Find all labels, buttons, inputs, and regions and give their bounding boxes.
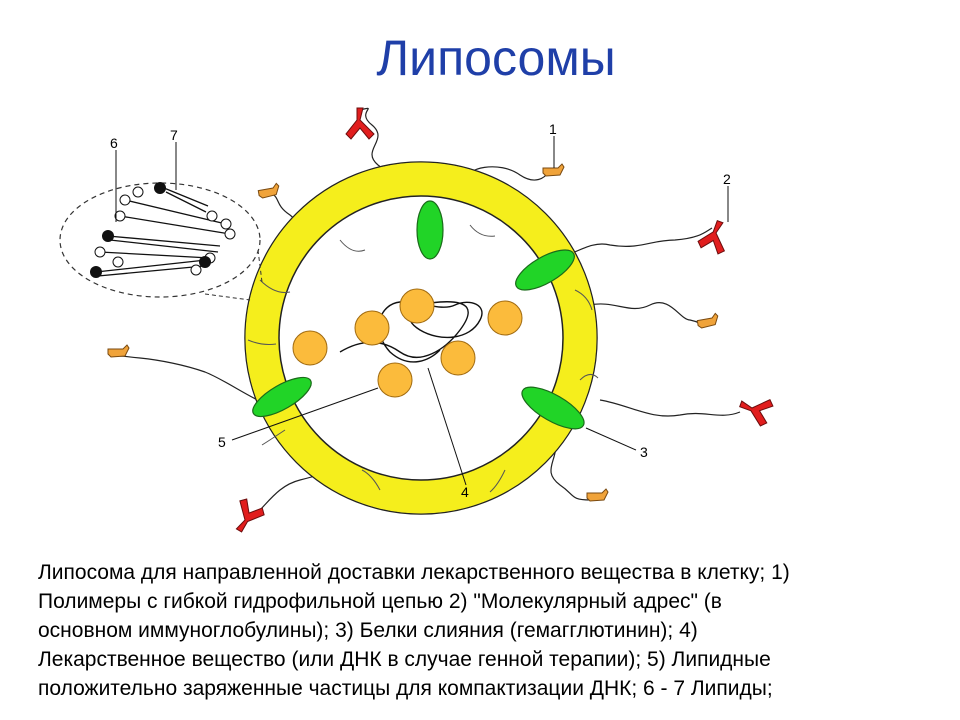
- caption-line-1: Липосома для направленной доставки лекар…: [38, 561, 790, 584]
- fusion-protein-right-lower: [521, 386, 585, 430]
- label-6: 6: [110, 135, 118, 151]
- antibody-bottom-left: [226, 496, 268, 538]
- label-3: 3: [640, 444, 648, 460]
- caption-line-4: Лекарственное вещество (или ДНК в случае…: [38, 648, 771, 671]
- antibody-right-lower: [735, 390, 776, 429]
- lipid-particle: [292, 330, 328, 366]
- lipid-particle: [440, 340, 476, 376]
- fusion-protein-left: [252, 376, 312, 418]
- lipid-particle: [399, 288, 435, 324]
- polymer-tip-right: [696, 312, 720, 330]
- lipid-particle: [354, 310, 390, 346]
- label-7: 7: [170, 127, 178, 143]
- liposome-diagram: 6 7 1 2 3 4 5: [59, 107, 776, 538]
- caption-line-2: Полимеры с гибкой гидрофильной цепью 2) …: [38, 590, 722, 613]
- label-2: 2: [723, 171, 731, 187]
- label-5: 5: [218, 434, 226, 450]
- leader-lines: [115, 136, 729, 486]
- lipid-particle-group: [292, 288, 523, 398]
- lipid-particle: [487, 300, 523, 336]
- polymer-tip-left: [107, 344, 130, 358]
- lipid-particle: [377, 362, 413, 398]
- polymer-tip-left-top: [257, 182, 281, 200]
- caption-line-5: положительно заряженные частицы для комп…: [38, 677, 773, 700]
- fusion-protein-right-upper: [515, 249, 575, 291]
- polymer-tip-bottom-right: [586, 488, 609, 502]
- fusion-protein-top: [416, 200, 444, 260]
- label-1: 1: [549, 121, 557, 137]
- slide-title: Липосомы: [376, 30, 616, 86]
- liposome-membrane: [244, 161, 599, 515]
- bilayer-inset: [59, 182, 263, 301]
- fusion-protein-group: [252, 200, 585, 430]
- label-4: 4: [461, 484, 469, 500]
- diagram-caption: Липосома для направленной доставки лекар…: [38, 558, 938, 703]
- antibody-right-upper: [695, 216, 734, 257]
- caption-line-3: основном иммуноглобулины); 3) Белки слия…: [38, 619, 698, 642]
